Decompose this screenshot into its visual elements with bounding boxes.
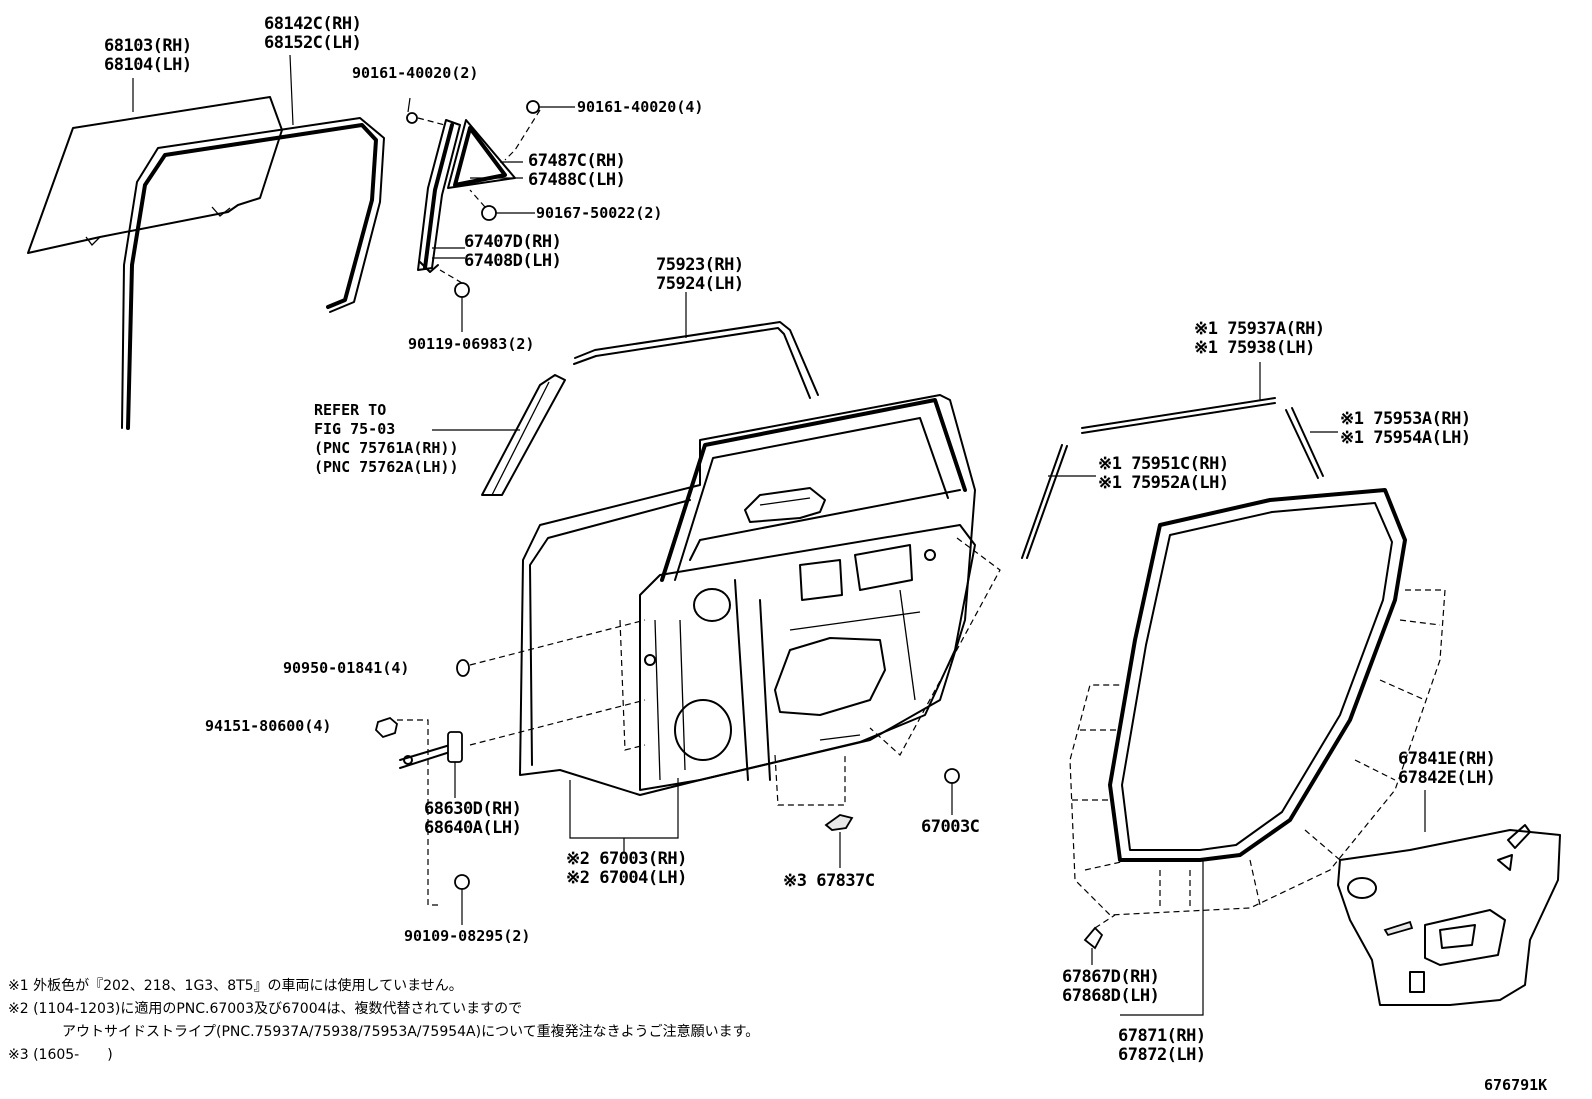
label-67003c[interactable]: 67003C [921, 817, 980, 837]
label-67837c[interactable]: ※3 67837C [783, 871, 875, 891]
division-bar[interactable] [417, 119, 461, 273]
pillar-garnish[interactable] [481, 374, 566, 496]
label-67488c[interactable]: 67488C(LH) [528, 170, 626, 190]
door-trim-panel[interactable] [1337, 824, 1561, 1006]
moulding-75937[interactable] [1081, 397, 1276, 434]
footnote-2-cont: アウトサイドストライプ(PNC.75937A/75938/75953A/7595… [62, 1023, 759, 1040]
label-68103[interactable]: 68103(RH) [104, 36, 192, 56]
bolt-90119[interactable] [454, 282, 470, 332]
footnotes: ※1 外板色が『202、218、1G3、8T5』の車両には使用していません。 ※… [8, 977, 759, 1063]
label-67004[interactable]: ※2 67004(LH) [566, 868, 687, 888]
label-75937a[interactable]: ※1 75937A(RH) [1194, 319, 1325, 339]
label-67842e[interactable]: 67842E(LH) [1398, 768, 1496, 788]
label-67003[interactable]: ※2 67003(RH) [566, 849, 687, 869]
glass-run-channel[interactable] [121, 117, 385, 430]
label-67487c[interactable]: 67487C(RH) [528, 151, 626, 171]
label-90161-a[interactable]: 90161-40020(2) [352, 64, 478, 82]
label-75951c[interactable]: ※1 75951C(RH) [1098, 454, 1229, 474]
label-90167[interactable]: 90167-50022(2) [536, 204, 662, 222]
label-refer-fig[interactable]: FIG 75-03 [314, 420, 395, 438]
label-94151[interactable]: 94151-80600(4) [205, 717, 331, 735]
bolt-90167[interactable] [481, 205, 535, 221]
label-75923[interactable]: 75923(RH) [656, 255, 744, 275]
label-67872[interactable]: 67872(LH) [1118, 1045, 1206, 1065]
label-68640a[interactable]: 68640A(LH) [424, 818, 522, 838]
label-75954a[interactable]: ※1 75954A(LH) [1340, 428, 1471, 448]
label-90161-b[interactable]: 90161-40020(4) [577, 98, 703, 116]
figure-id: 676791K [1484, 1076, 1547, 1094]
label-refer-pnc-rh: (PNC 75761A(RH)) [314, 439, 459, 457]
label-68152c[interactable]: 68152C(LH) [264, 33, 362, 53]
plug-67837c[interactable] [824, 814, 854, 868]
label-67868d[interactable]: 67868D(LH) [1062, 986, 1160, 1006]
clip-67003c[interactable] [944, 768, 960, 815]
label-67871[interactable]: 67871(RH) [1118, 1026, 1206, 1046]
label-90109[interactable]: 90109-08295(2) [404, 927, 530, 945]
label-75952a[interactable]: ※1 75952A(LH) [1098, 473, 1229, 493]
footnote-1: ※1 外板色が『202、218、1G3、8T5』の車両には使用していません。 [8, 977, 463, 994]
label-90119[interactable]: 90119-06983(2) [408, 335, 534, 353]
label-68142c[interactable]: 68142C(RH) [264, 14, 362, 34]
door-weatherstrip[interactable] [1108, 488, 1407, 862]
label-75924[interactable]: 75924(LH) [656, 274, 744, 294]
belt-moulding-75923[interactable] [573, 321, 819, 399]
door-check[interactable] [399, 731, 463, 769]
clip-67867d[interactable] [1083, 926, 1104, 965]
label-68104[interactable]: 68104(LH) [104, 55, 192, 75]
moulding-75953[interactable] [1285, 407, 1324, 479]
label-90950[interactable]: 90950-01841(4) [283, 659, 409, 677]
label-68630d[interactable]: 68630D(RH) [424, 799, 522, 819]
rear-door-panel[interactable] [519, 394, 976, 796]
label-67408d[interactable]: 67408D(LH) [464, 251, 562, 271]
screw-90161-a[interactable] [406, 97, 418, 124]
screw-90161-b[interactable] [526, 100, 575, 114]
label-67407d[interactable]: 67407D(RH) [464, 232, 562, 252]
label-67867d[interactable]: 67867D(RH) [1062, 967, 1160, 987]
label-refer-pnc-lh: (PNC 75762A(LH)) [314, 458, 459, 476]
footnote-3: ※3 (1605- ) [8, 1047, 113, 1063]
bolt-90109[interactable] [454, 874, 470, 925]
label-75953a[interactable]: ※1 75953A(RH) [1340, 409, 1471, 429]
quarter-glass[interactable] [447, 119, 516, 189]
clip-90950[interactable] [456, 659, 470, 677]
label-75938[interactable]: ※1 75938(LH) [1194, 338, 1315, 358]
moulding-75951[interactable] [1021, 444, 1068, 559]
label-67841e[interactable]: 67841E(RH) [1398, 749, 1496, 769]
label-refer-to: REFER TO [314, 401, 386, 419]
part-labels: 68103(RH) 68104(LH) 68142C(RH) 68152C(LH… [104, 14, 1496, 1065]
footnote-2: ※2 (1104-1203)に適用のPNC.67003及び67004は、複数代替… [8, 1000, 522, 1017]
door-glass[interactable] [27, 96, 283, 254]
nut-94151[interactable] [375, 716, 398, 739]
